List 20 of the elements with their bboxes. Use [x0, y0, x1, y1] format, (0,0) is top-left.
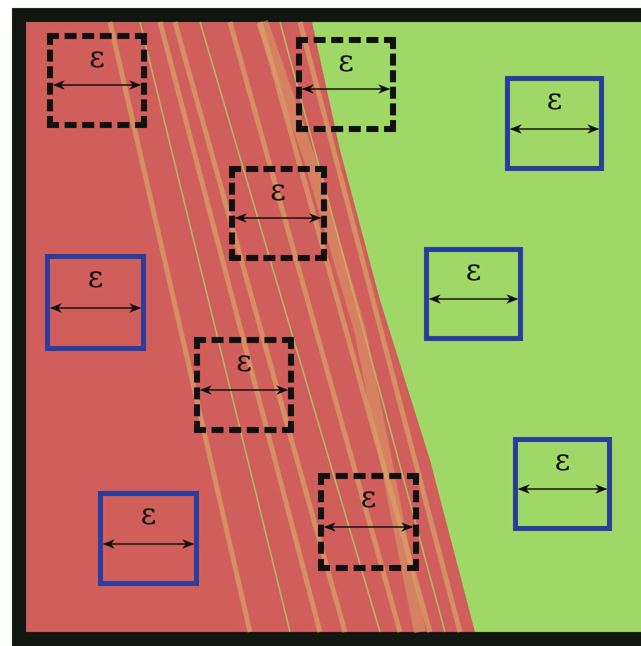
square-frame [45, 254, 146, 351]
epsilon-label: ε [235, 345, 253, 379]
epsilon-label: ε [554, 444, 572, 478]
dashed-square [47, 33, 147, 128]
epsilon-label: ε [546, 83, 564, 117]
epsilon-label: ε [140, 498, 158, 532]
square-frame [424, 247, 523, 341]
dashed-square [296, 37, 396, 132]
epsilon-label: ε [360, 481, 378, 515]
square-frame [505, 76, 604, 171]
epsilon-label: ε [86, 261, 104, 295]
epsilon-label: ε [337, 45, 355, 79]
dashed-square [229, 166, 327, 261]
epsilon-label: ε [88, 41, 106, 75]
square-frame [98, 491, 199, 586]
epsilon-label: ε [464, 254, 482, 288]
dashed-square [318, 473, 419, 571]
square-frame [513, 437, 612, 531]
dashed-square [194, 337, 294, 433]
epsilon-label: ε [269, 174, 287, 208]
